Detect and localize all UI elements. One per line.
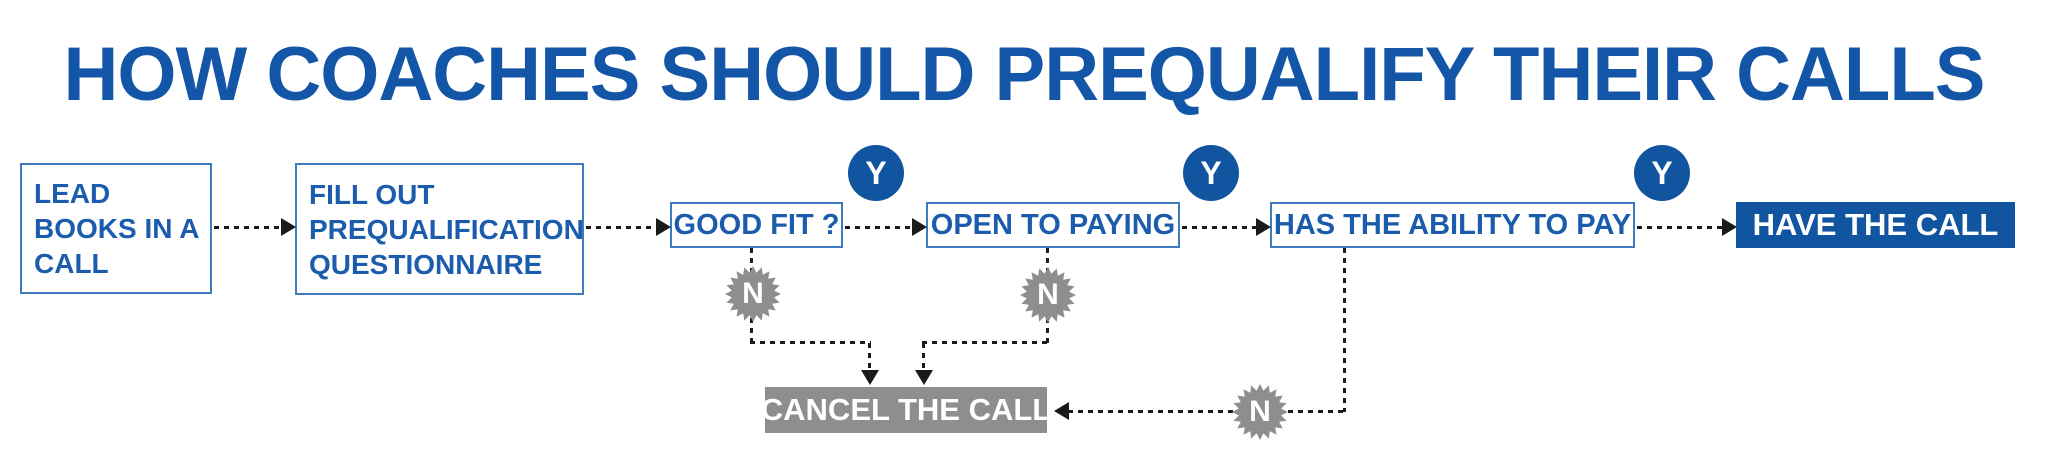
- arrowhead-right-icon: [1256, 218, 1271, 236]
- node-have-the-call: HAVE THE CALL: [1736, 202, 2015, 248]
- node-fill-out-questionnaire: FILL OUT PREQUALIFICATION QUESTIONNAIRE: [295, 163, 584, 295]
- connector-goodfit-no-elbow: [750, 341, 871, 344]
- connector-lead-to-fill: [214, 226, 281, 229]
- node-lead-books-a-call: LEAD BOOKS IN A CALL: [20, 163, 212, 294]
- arrowhead-right-icon: [1722, 218, 1737, 236]
- yes-badge: Y: [848, 145, 904, 201]
- no-badge-label: N: [742, 277, 764, 310]
- arrowhead-down-icon: [861, 370, 879, 385]
- arrowhead-down-icon: [915, 370, 933, 385]
- connector-open-no-drop: [922, 343, 925, 371]
- connector-open-to-hasability: [1182, 226, 1256, 229]
- yes-badge: Y: [1634, 145, 1690, 201]
- arrowhead-right-icon: [912, 218, 927, 236]
- connector-hasability-no-down: [1343, 248, 1346, 412]
- node-label: HAVE THE CALL: [1752, 207, 1999, 242]
- node-cancel-the-call: CANCEL THE CALL: [761, 387, 1051, 433]
- connector-hasability-no-left: [1068, 410, 1346, 413]
- arrowhead-left-icon: [1054, 402, 1069, 420]
- yes-badge: Y: [1183, 145, 1239, 201]
- node-label: HAS THE ABILITY TO PAY: [1273, 208, 1632, 241]
- node-open-to-paying: OPEN TO PAYING: [926, 202, 1180, 248]
- no-badge: N: [1232, 384, 1288, 440]
- node-has-ability-to-pay: HAS THE ABILITY TO PAY: [1270, 202, 1635, 248]
- node-label: LEAD BOOKS IN A CALL: [34, 178, 200, 279]
- no-badge-label: N: [1249, 395, 1271, 428]
- connector-hasability-to-havecall: [1637, 226, 1722, 229]
- connector-open-no-elbow: [922, 341, 1049, 344]
- yes-badge-label: Y: [1200, 154, 1222, 191]
- yes-badge-label: Y: [865, 154, 887, 191]
- node-label: CANCEL THE CALL: [760, 392, 1052, 427]
- page-title: HOW COACHES SHOULD PREQUALIFY THEIR CALL…: [63, 32, 1986, 117]
- no-badge: N: [1020, 267, 1076, 323]
- yes-badge-label: Y: [1651, 154, 1673, 191]
- no-badge-label: N: [1037, 278, 1059, 311]
- arrowhead-right-icon: [656, 218, 671, 236]
- arrowhead-right-icon: [281, 218, 296, 236]
- node-label: FILL OUT PREQUALIFICATION QUESTIONNAIRE: [309, 178, 584, 280]
- connector-goodfit-to-open: [845, 226, 912, 229]
- connector-goodfit-no-drop: [868, 343, 871, 371]
- no-badge: N: [725, 266, 781, 322]
- node-label: OPEN TO PAYING: [930, 208, 1176, 241]
- node-good-fit: GOOD FIT ?: [670, 202, 843, 248]
- node-label: GOOD FIT ?: [673, 208, 840, 241]
- connector-fill-to-goodfit: [586, 226, 656, 229]
